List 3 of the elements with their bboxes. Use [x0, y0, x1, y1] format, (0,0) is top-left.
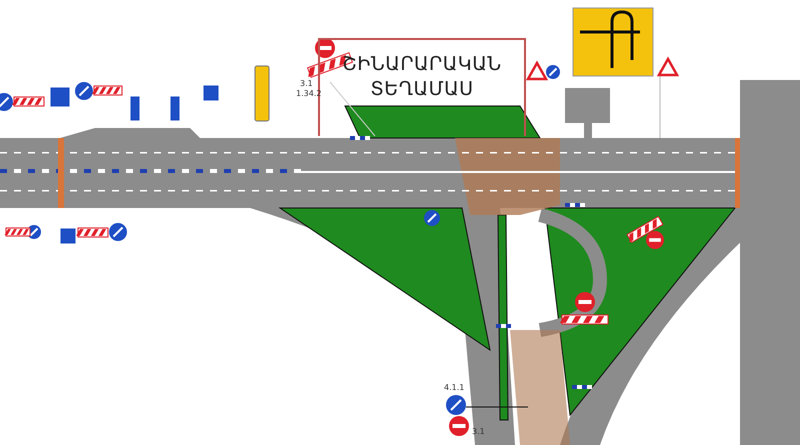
sign-code: 3.1 — [300, 80, 313, 88]
zone-title: ՇԻՆԱՐԱՐԱԿԱՆ ՏԵՂԱՄԱՍ — [341, 52, 503, 102]
sign-code: 4.1.1 — [444, 384, 464, 392]
